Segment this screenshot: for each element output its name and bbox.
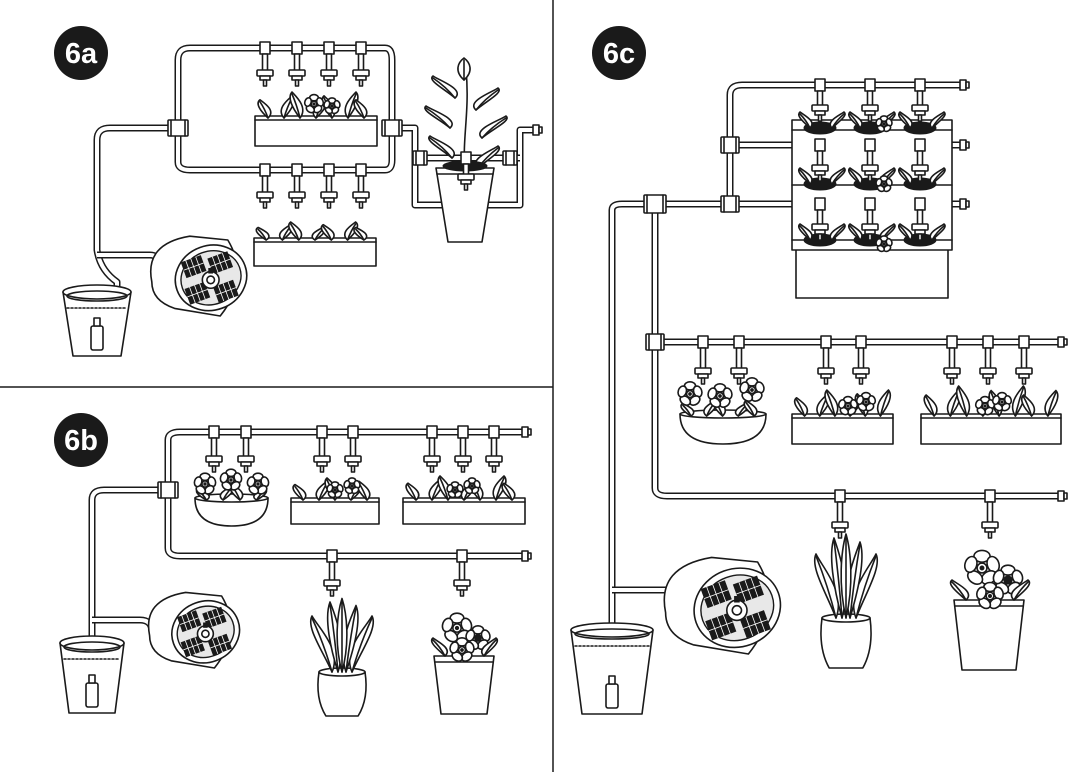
end-plug-icon (959, 139, 970, 151)
dripper-icon (320, 163, 338, 209)
end-plug-icon (1057, 490, 1068, 502)
solar-pump-icon (663, 556, 782, 655)
dripper-icon (1015, 335, 1033, 385)
dripper-icon (981, 489, 999, 539)
water-bucket-icon (570, 622, 654, 715)
panel-label: 6b (64, 425, 98, 457)
dripper-icon (817, 335, 835, 385)
planter-bowl-icon (193, 468, 270, 527)
end-plug-icon (959, 79, 970, 91)
flower-pot-icon (949, 549, 1031, 671)
end-plug-icon (521, 426, 532, 438)
panel-label: 6a (65, 38, 98, 70)
dripper-icon (313, 425, 331, 473)
dripper-icon (811, 78, 829, 122)
planter-box-icon (254, 91, 378, 147)
tube-6a-top-loop (168, 44, 396, 132)
tee-connector-icon (645, 333, 665, 351)
tube-6b-pump-link (92, 616, 156, 633)
dripper-icon (911, 78, 929, 122)
dripper-icon (979, 335, 997, 385)
dripper-icon (861, 197, 879, 241)
dripper-icon (861, 138, 879, 182)
dripper-icon (485, 425, 503, 473)
dripper-icon (352, 41, 370, 87)
panel-badge-6c: 6c (592, 26, 646, 80)
dripper-icon (323, 549, 341, 597)
water-bucket-icon (59, 635, 125, 714)
planter-box-icon (791, 389, 894, 445)
end-plug-icon (1057, 336, 1068, 348)
dripper-icon (344, 425, 362, 473)
dripper-icon (288, 163, 306, 209)
tube-6c-down (651, 204, 1058, 500)
dripper-icon (457, 151, 475, 191)
solar-pump-icon (147, 591, 241, 669)
tube-6b-top (164, 428, 522, 490)
dripper-icon (237, 425, 255, 473)
tube-6b-main (88, 486, 168, 680)
tee-connector-icon (157, 481, 179, 499)
tube-6b-bottom (164, 490, 522, 560)
dripper-icon (256, 41, 274, 87)
end-plug-icon (521, 550, 532, 562)
solar-pump-icon (149, 235, 248, 317)
tube-6c-tower-row1 (726, 81, 960, 145)
dripper-icon (694, 335, 712, 385)
dripper-icon (352, 163, 370, 209)
end-plug-icon (532, 124, 543, 136)
tee-connector-icon (381, 119, 403, 137)
dripper-icon (811, 138, 829, 182)
dripper-icon (730, 335, 748, 385)
dripper-icon (911, 138, 929, 182)
end-plug-icon (959, 198, 970, 210)
tube-6a-main (93, 124, 168, 340)
panel-badge-6b: 6b (54, 413, 108, 467)
flower-pot-icon (309, 597, 375, 717)
flower-pot-icon (424, 57, 508, 243)
tee-connector-icon (502, 150, 518, 166)
flower-pot-icon (430, 612, 499, 715)
planter-box-icon (920, 385, 1062, 445)
dripper-icon (454, 425, 472, 473)
tee-connector-icon (643, 194, 667, 214)
tee-connector-icon (412, 150, 428, 166)
dripper-icon (256, 163, 274, 209)
dripper-icon (288, 41, 306, 87)
tee-connector-icon (720, 195, 740, 213)
dripper-icon (911, 197, 929, 241)
dripper-icon (861, 78, 879, 122)
tee-connector-icon (167, 119, 189, 137)
dripper-icon (453, 549, 471, 597)
dripper-icon (205, 425, 223, 473)
flower-pot-icon (813, 533, 879, 669)
water-bucket-icon (62, 284, 132, 357)
dripper-icon (811, 197, 829, 241)
dripper-icon (423, 425, 441, 473)
tube-6c-main (608, 200, 655, 640)
planter-box-icon (290, 477, 380, 525)
tee-connector-icon (720, 136, 740, 154)
planter-box-icon (402, 475, 526, 525)
panel-badge-6a: 6a (54, 26, 108, 80)
planter-bowl-icon (677, 377, 767, 445)
dripper-icon (852, 335, 870, 385)
planter-box-icon (253, 221, 377, 267)
tube-6a-bottom-loop (174, 128, 396, 174)
dripper-icon (320, 41, 338, 87)
dripper-icon (943, 335, 961, 385)
panel-label: 6c (603, 38, 635, 70)
dripper-icon (831, 489, 849, 539)
